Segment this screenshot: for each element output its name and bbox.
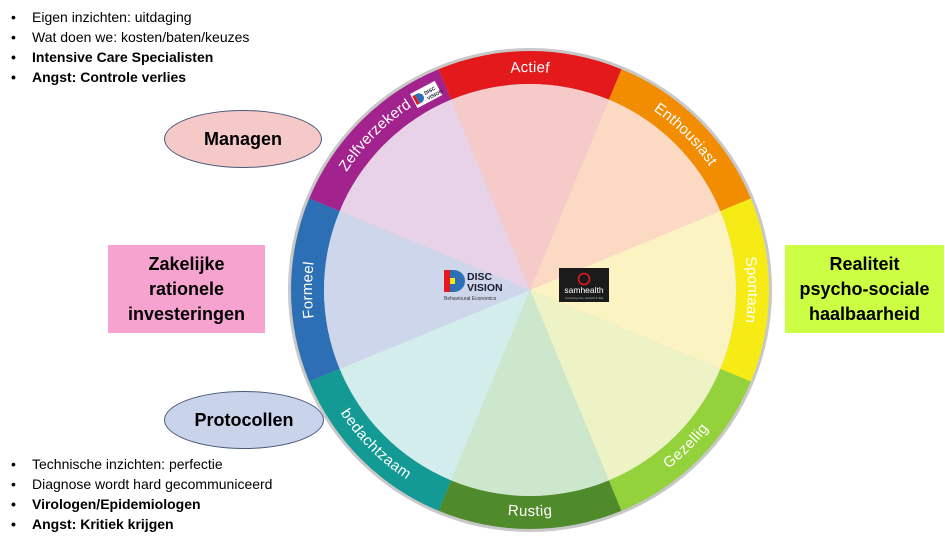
wheel-ring bbox=[290, 51, 769, 529]
disc-small-bar bbox=[412, 94, 420, 106]
ring-segment-rustig bbox=[438, 480, 622, 529]
bottom-bullet-item: Virologen/Epidemiologen bbox=[0, 494, 272, 514]
ring-segment-zelfverzekerd bbox=[309, 69, 452, 212]
ring-segment-enthousiast bbox=[608, 69, 751, 212]
samhealth-mark-icon bbox=[577, 272, 591, 286]
top-bullet-item: Angst: Controle verlies bbox=[0, 67, 249, 87]
wedge-enthousiast bbox=[530, 99, 721, 290]
ring-segment-actief bbox=[438, 51, 622, 100]
segment-label-spontaan: Spontaan bbox=[742, 256, 761, 325]
logo-d-shape bbox=[450, 270, 465, 292]
logo-dot-yellow bbox=[450, 278, 455, 284]
ring-segment-gezellig bbox=[608, 368, 751, 511]
zakelijk-box: Zakelijke rationele investeringen bbox=[108, 245, 265, 333]
disc-vision-tagline: Behavioural Economics bbox=[444, 296, 497, 302]
wedge-spontaan bbox=[530, 211, 736, 369]
top-bullet-list: Eigen inzichten: uitdaging Wat doen we: … bbox=[0, 7, 249, 87]
bottom-bullet-item: Technische inzichten: perfectie bbox=[0, 454, 272, 474]
disc-small-logo: DISC VISION bbox=[410, 80, 444, 109]
ring-segment-formeel bbox=[290, 198, 340, 382]
wedge-actief bbox=[451, 84, 609, 290]
disc-vision-logo: DISC VISION Behavioural Economics bbox=[444, 270, 503, 302]
segment-label-rustig: Rustig bbox=[507, 502, 553, 520]
top-bullet-item: Intensive Care Specialisten bbox=[0, 47, 249, 67]
wedge-formeel bbox=[324, 211, 530, 369]
ring-segment-bedachtzaam bbox=[309, 368, 452, 511]
disc-vision-line1: DISC bbox=[467, 271, 493, 283]
bottom-bullet-item: Angst: Kritiek krijgen bbox=[0, 514, 272, 534]
wheel-inner bbox=[324, 84, 736, 496]
wedge-bedachtzaam bbox=[339, 290, 530, 481]
bottom-bullet-item: Diagnose wordt hard gecommuniceerd bbox=[0, 474, 272, 494]
wedge-zelfverzekerd bbox=[339, 99, 530, 290]
wedge-gezellig bbox=[530, 290, 721, 481]
ring-segment-spontaan bbox=[720, 198, 769, 382]
disc-small-line1: DISC bbox=[423, 86, 437, 97]
logo-bar-red bbox=[444, 270, 450, 292]
segment-label-formeel: Formeel bbox=[299, 260, 318, 319]
samhealth-logo: samhealth connecting care, research & da… bbox=[559, 268, 609, 302]
realiteit-box: Realiteit psycho-sociale haalbaarheid bbox=[785, 245, 944, 333]
bottom-bullet-list: Technische inzichten: perfectie Diagnose… bbox=[0, 454, 272, 534]
disc-vision-line2: VISION bbox=[467, 282, 503, 294]
managen-oval: Managen bbox=[164, 110, 322, 168]
disc-small-d bbox=[414, 93, 425, 104]
segment-label-actief: Actief bbox=[510, 59, 551, 77]
protocollen-oval: Protocollen bbox=[164, 391, 324, 449]
top-bullet-item: Wat doen we: kosten/baten/keuzes bbox=[0, 27, 249, 47]
samhealth-tagline: connecting care, research & data bbox=[565, 296, 604, 300]
wedge-rustig bbox=[451, 290, 609, 496]
top-bullet-item: Eigen inzichten: uitdaging bbox=[0, 7, 249, 27]
samhealth-name: samhealth bbox=[564, 285, 603, 295]
